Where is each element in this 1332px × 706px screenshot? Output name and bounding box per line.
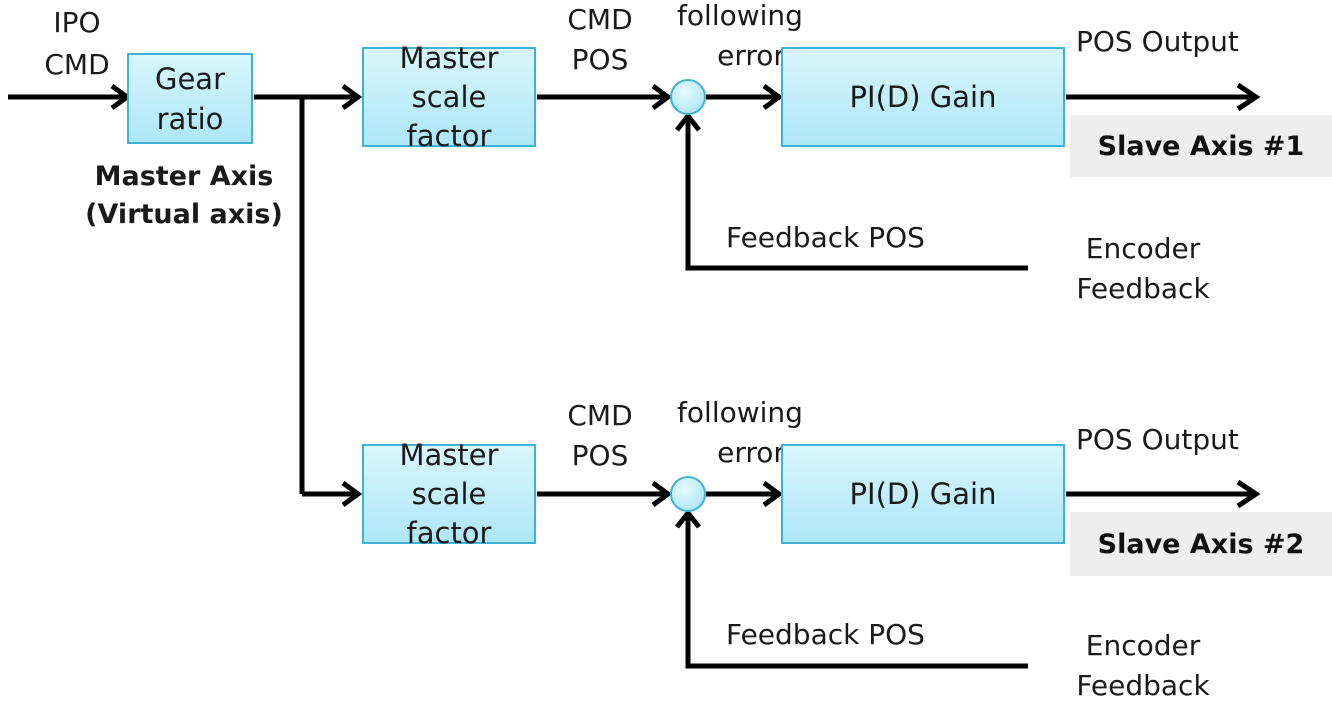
arrowhead-sum1-in [651, 83, 673, 111]
summing-junction-1 [670, 79, 706, 115]
arrowhead-sum1-feedback [675, 111, 701, 132]
cmd-pos-label-1: CMD POS [540, 0, 660, 80]
scale2-line1: Master [399, 437, 499, 472]
cmd2-line1: CMD [567, 399, 633, 432]
error2-line2: error [717, 436, 785, 469]
wire-feedback1 [685, 120, 1028, 271]
following-error-label-1: following error [655, 0, 825, 76]
encoder-feedback-label-1: Encoder Feedback [1058, 229, 1228, 309]
arrowhead-scale2-in [341, 480, 363, 508]
input-label-line1: IPO [53, 6, 101, 39]
scale2-line3: factor [406, 515, 492, 550]
arrowhead-sum2-feedback [675, 508, 701, 529]
encoder1-line2: Feedback [1076, 272, 1210, 305]
master-axis-line1: Master Axis [94, 161, 274, 192]
slave-axis-label-1: Slave Axis #1 [1070, 115, 1332, 177]
gear-ratio-line1: Gear [154, 61, 225, 96]
master-axis-label: Master Axis (Virtual axis) [70, 158, 298, 234]
master-scale-factor-block-2: Master scale factor [362, 438, 536, 550]
following-error-label-2: following error [655, 393, 825, 473]
pos-output-label-2: POS Output [1076, 423, 1239, 456]
encoder2-line2: Feedback [1076, 669, 1210, 702]
arrowhead-gain2-in [762, 480, 784, 508]
pid-gain-block-1: PI(D) Gain [781, 47, 1065, 147]
gear-ratio-line2: ratio [156, 101, 224, 136]
scale1-line1: Master [399, 40, 499, 75]
arrowhead-output2 [1236, 479, 1261, 509]
wire-feedback2 [685, 517, 1028, 669]
gain2-label: PI(D) Gain [849, 477, 997, 511]
input-label: IPO CMD [22, 2, 132, 86]
encoder1-line1: Encoder [1085, 232, 1201, 265]
pid-gain-block-2: PI(D) Gain [781, 444, 1065, 544]
summing-junction-2 [670, 476, 706, 512]
arrowhead-scale1-in [341, 83, 363, 111]
error2-line1: following [677, 396, 803, 429]
arrowhead-sum2-in [651, 480, 673, 508]
master-scale-factor-block-1: Master scale factor [362, 41, 536, 153]
scale1-line3: factor [406, 118, 492, 153]
scale1-line2: scale [411, 79, 487, 114]
arrowhead-output1 [1236, 82, 1261, 112]
cmd1-line2: POS [571, 43, 629, 76]
cmd2-line2: POS [571, 439, 629, 472]
cmd-pos-label-2: CMD POS [540, 396, 660, 476]
feedback-pos-label-2: Feedback POS [726, 618, 925, 651]
error1-line2: error [717, 39, 785, 72]
input-label-line2: CMD [44, 48, 110, 81]
encoder-feedback-label-2: Encoder Feedback [1058, 626, 1228, 706]
feedback-pos-label-1: Feedback POS [726, 221, 925, 254]
slave-axis-label-2: Slave Axis #2 [1070, 512, 1332, 576]
scale2-line2: scale [411, 476, 487, 511]
encoder2-line1: Encoder [1085, 629, 1201, 662]
cmd1-line1: CMD [567, 3, 633, 36]
error1-line1: following [677, 0, 803, 32]
master-axis-line2: (Virtual axis) [85, 199, 283, 230]
gear-ratio-block: Gear ratio [127, 53, 253, 144]
gain1-label: PI(D) Gain [849, 80, 997, 114]
arrowhead-gain1-in [762, 83, 784, 111]
pos-output-label-1: POS Output [1076, 25, 1239, 58]
